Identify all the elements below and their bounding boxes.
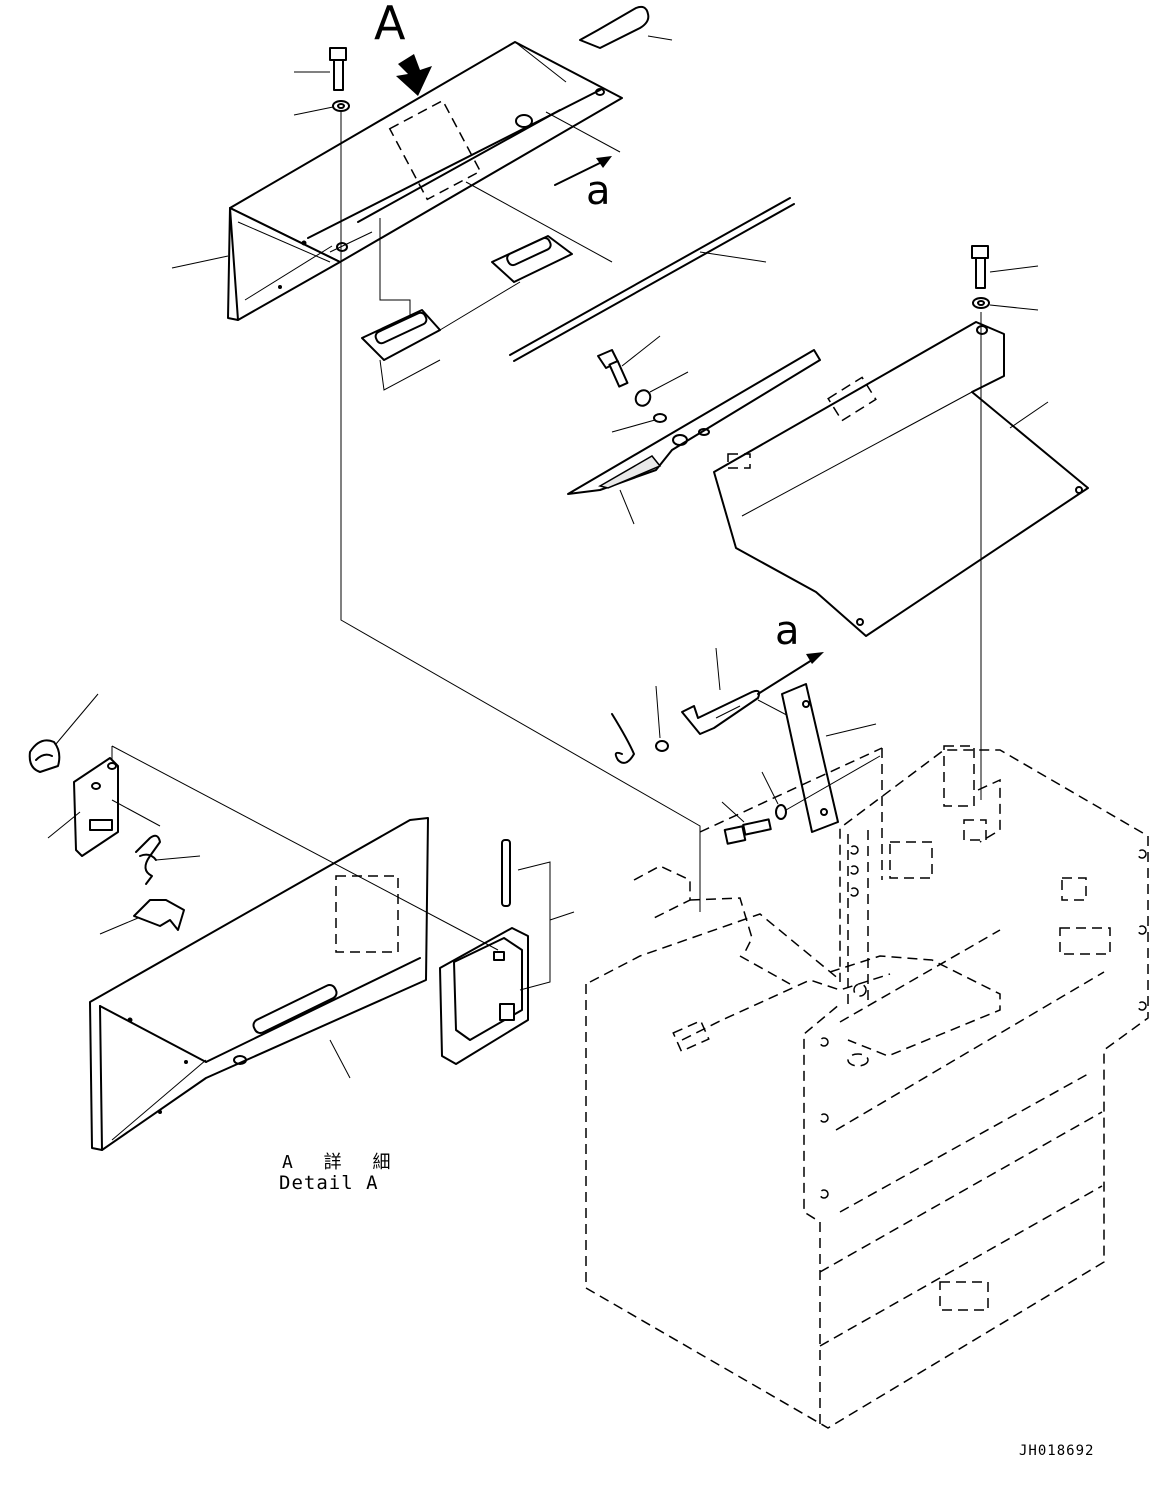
top-cover <box>227 41 623 321</box>
hinge-upper <box>439 235 573 331</box>
latch-bracket <box>567 349 821 525</box>
lever-arm <box>611 647 824 764</box>
arrow-a-upper <box>554 156 612 186</box>
drawing-number: JH018692 <box>1019 1443 1095 1459</box>
bolt-upper-left <box>293 47 350 116</box>
lock-plate <box>781 683 877 833</box>
detail-latch <box>99 899 185 935</box>
detail-lock-box <box>439 839 575 1065</box>
side-cover-plate <box>713 321 1089 637</box>
detail-spring <box>135 834 201 885</box>
hinge-pin-rod <box>509 197 795 362</box>
detail-knob <box>28 693 99 773</box>
detail-bracket <box>47 757 119 857</box>
view-arrow <box>396 54 432 96</box>
detail-title-english: Detail A <box>279 1172 379 1194</box>
detail-title-japanese: A 詳 細 <box>282 1152 401 1173</box>
arrow-a-lower-label: a <box>775 608 800 654</box>
view-a-label: A <box>374 0 406 50</box>
bolt-upper-right <box>971 245 1039 311</box>
tank-body <box>585 745 1149 1429</box>
hinge-lower <box>361 309 441 391</box>
detail-a-cover <box>89 817 429 1151</box>
lock-handle <box>579 5 673 49</box>
bolt-middle <box>597 335 689 433</box>
bolt-lower <box>721 755 881 845</box>
arrow-a-upper-label: a <box>586 168 611 214</box>
